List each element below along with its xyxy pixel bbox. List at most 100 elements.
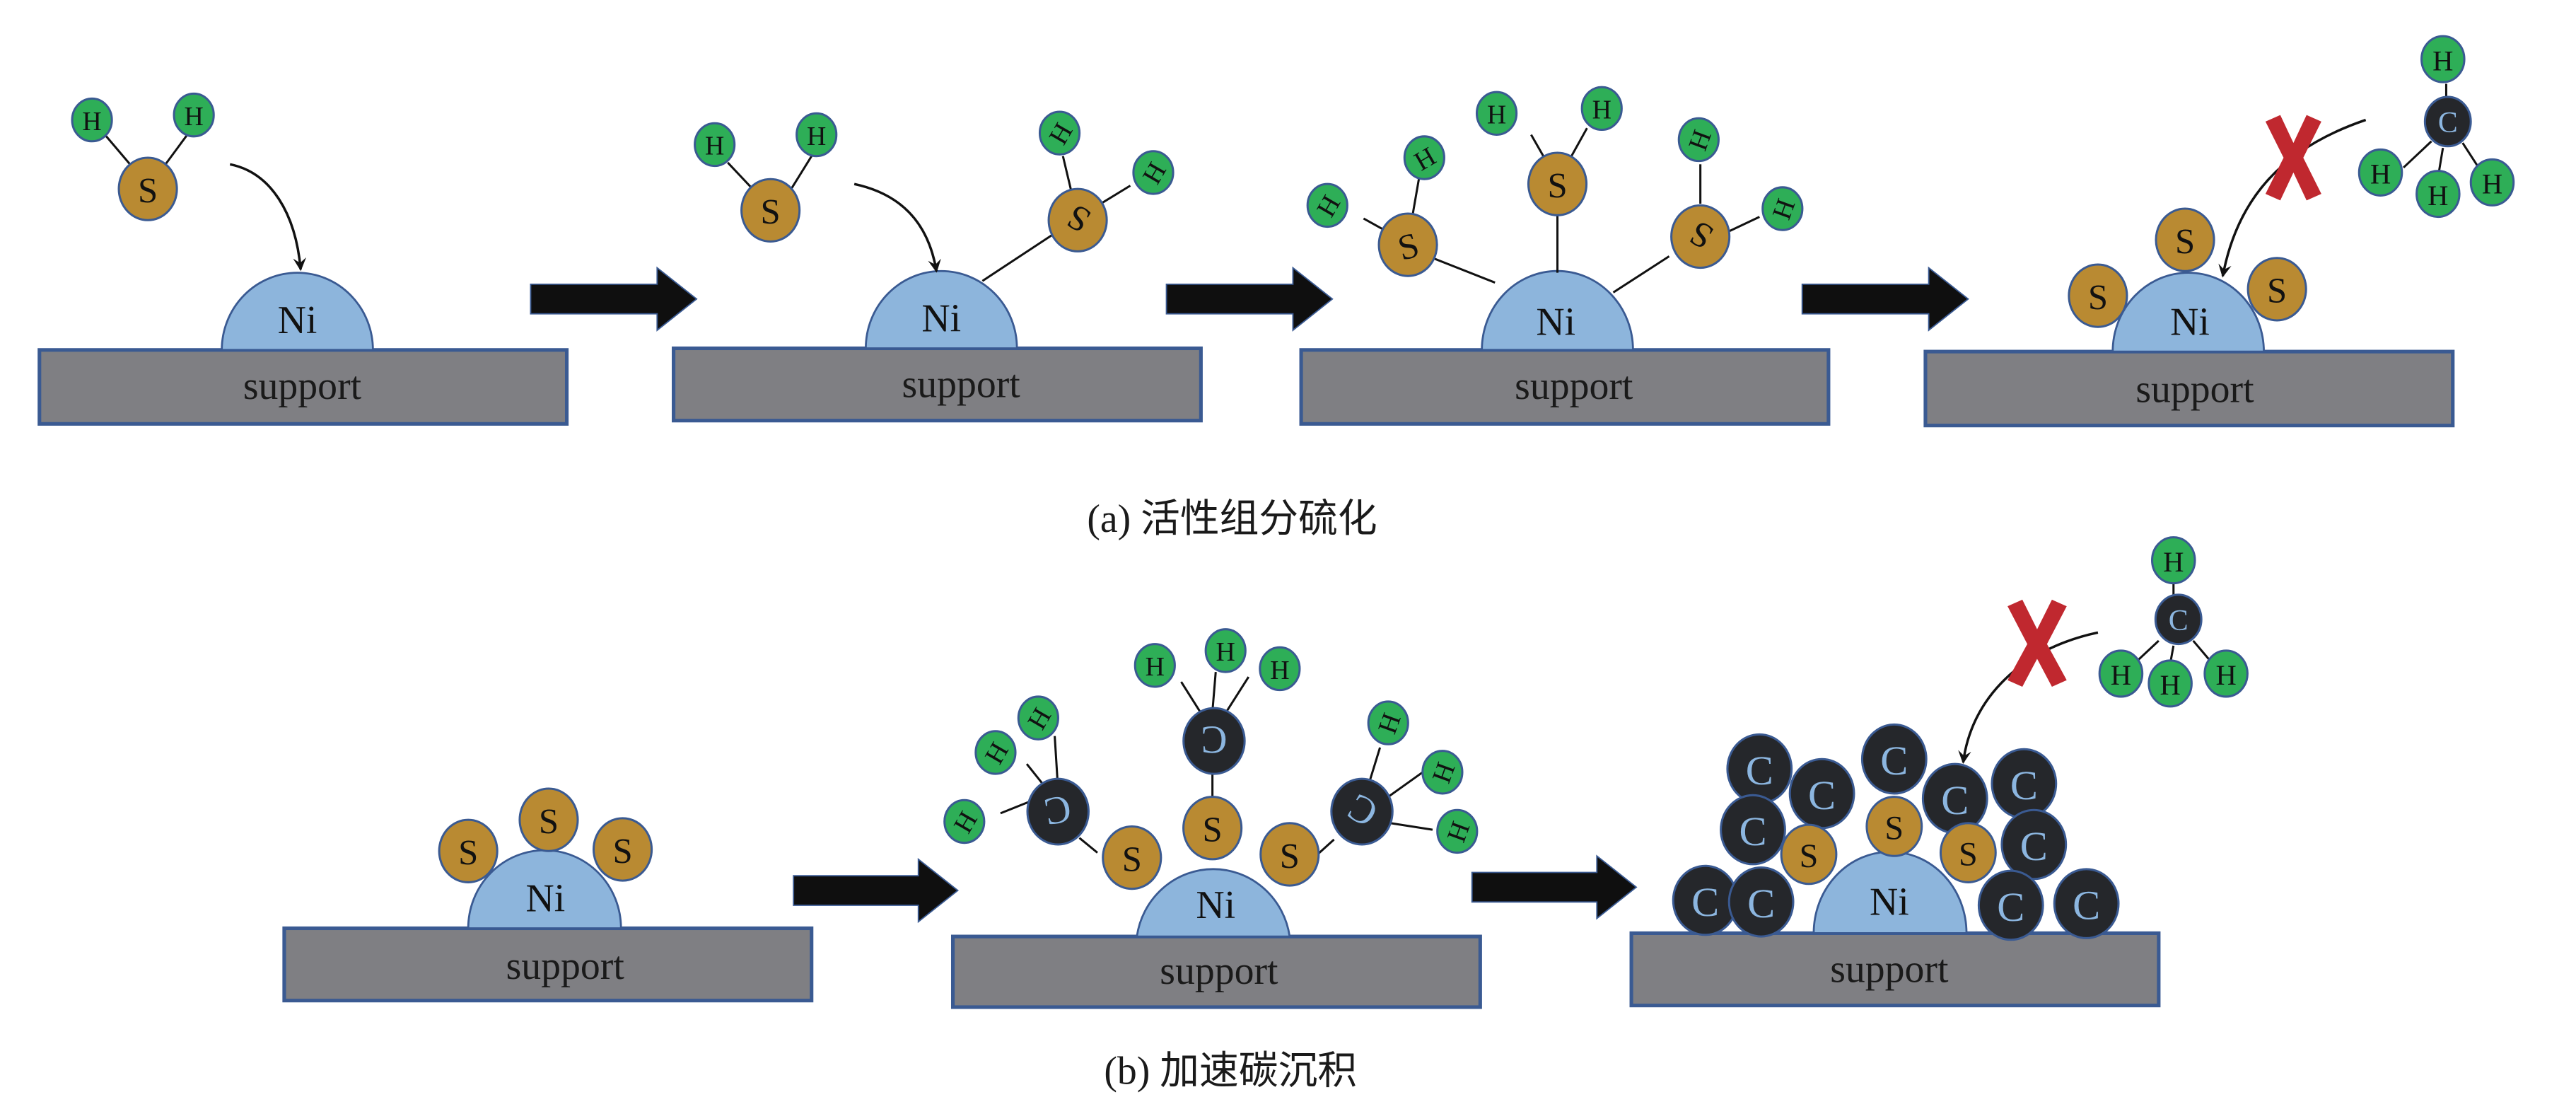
atom-label: S: [1800, 837, 1819, 875]
carbon-deposit: C C C C C C C C C C C: [1672, 723, 2120, 941]
support-label: support: [1160, 949, 1278, 993]
process-arrow: [530, 266, 698, 332]
carbon-atom: C: [2154, 593, 2203, 646]
atom-label: S: [2267, 271, 2287, 310]
atom-label: H: [2370, 158, 2391, 190]
atom-body: [592, 817, 653, 882]
atom-body: [1475, 91, 1518, 136]
panel-a-step-2: support Ni H H S H H S: [672, 110, 1203, 423]
hydrogen-atom: H: [1204, 628, 1247, 673]
support-block: [1923, 349, 2455, 428]
carbon-atom: C: [1788, 757, 1855, 830]
hydrogen-atom: H: [2420, 35, 2466, 83]
methane-molecule: H C H H H: [2358, 35, 2515, 219]
panel-a-step-4: support Ni S S S H C H H H: [1923, 35, 2515, 428]
carbon-atom: C: [2000, 808, 2068, 881]
atom-label: C: [1201, 717, 1227, 761]
atom-label: S: [2175, 221, 2195, 261]
methyl-group: H H H C: [1133, 628, 1301, 775]
atom-label: S: [1959, 835, 1978, 873]
hydrogen-atom: H: [1677, 117, 1720, 163]
hydrogen-atom: H: [1761, 186, 1804, 231]
atom-label: C: [1746, 748, 1773, 794]
adsorbed-h2s: H H S: [1475, 86, 1623, 216]
process-arrow: [1471, 854, 1638, 920]
sulfur-atom: S: [740, 178, 801, 243]
atom-label: C: [2010, 762, 2038, 808]
atom-body: [2151, 536, 2196, 585]
atom-label: S: [458, 833, 478, 873]
atom-label: C: [2169, 605, 2189, 637]
hydrogen-atom: H: [71, 97, 113, 143]
atom-body: [2358, 148, 2403, 197]
atom-label: H: [807, 122, 826, 151]
atom-label: S: [1884, 809, 1904, 847]
hydrogen-atom: H: [2098, 649, 2144, 698]
atom-body: [2203, 649, 2249, 698]
atom-label: C: [1747, 881, 1775, 927]
carbon-atom: C: [1026, 777, 1090, 846]
atom-label: H: [184, 102, 203, 132]
atom-body: [1720, 794, 1786, 866]
atom-body: [2098, 649, 2144, 698]
methyl-group: H H H C: [943, 695, 1090, 846]
atom-body: [2469, 158, 2515, 207]
support-label: support: [2135, 368, 2254, 412]
atom-body: [1780, 823, 1838, 886]
adsorbed-h2s: H H S: [1670, 117, 1804, 269]
atom-body: [1133, 643, 1176, 688]
atom-label: H: [705, 132, 724, 161]
process-arrow: [1165, 266, 1334, 332]
atom-body: [1367, 700, 1409, 745]
atom-label: C: [2438, 107, 2458, 139]
carbon-atom: C: [1921, 762, 1988, 835]
atom-body: [1670, 204, 1731, 269]
atom-body: [1436, 808, 1479, 854]
h2s-molecule: H H S: [71, 92, 215, 221]
process-arrow: [1801, 266, 1969, 332]
atom-label: S: [1122, 840, 1142, 879]
panel-b-step-3: support Ni C C C C C C C C C C C S S S: [1629, 536, 2249, 1008]
atom-label: C: [1997, 884, 2024, 930]
atom-body: [2423, 95, 2472, 148]
atom-body: [1259, 646, 1301, 692]
panel-a: support Ni H H S support Ni H H: [37, 35, 2515, 541]
carbon-atom: C: [1727, 866, 1795, 938]
atom-body: [2415, 170, 2461, 219]
support-label: support: [1830, 948, 1949, 992]
carbon-atom: C: [2053, 868, 2120, 939]
sulfur-atom: S: [1102, 825, 1162, 890]
atom-body: [1677, 117, 1720, 163]
atom-label: C: [1739, 808, 1766, 854]
hydrogen-atom: H: [2358, 148, 2403, 197]
panel-b: support Ni S S S support Ni: [282, 536, 2249, 1093]
atom-body: [1182, 796, 1243, 861]
atom-body: [518, 787, 579, 852]
hydrogen-atom: H: [943, 799, 986, 844]
carbon-atom: C: [2423, 95, 2472, 148]
panel-b-step-2: support Ni H H H C H H: [943, 628, 1482, 1009]
atom-body: [1259, 822, 1320, 887]
methane-molecule: H C H H H: [2098, 536, 2249, 708]
sulfur-atom: S: [1527, 151, 1588, 216]
sulfur-atom: S: [1780, 823, 1838, 886]
hydrogen-atom: H: [173, 92, 215, 138]
atom-label: S: [539, 801, 559, 841]
carbon-atom: C: [1726, 733, 1793, 805]
panel-b-caption: (b) 加速碳沉积: [1104, 1050, 1357, 1093]
panel-a-step-3: support Ni H H S H H S: [1299, 86, 1831, 426]
atom-body: [2000, 808, 2068, 881]
blocked-mark-icon: [2265, 115, 2321, 201]
hydrogen-atom: H: [2415, 170, 2461, 219]
carbon-atom: C: [1720, 794, 1786, 866]
atom-label: H: [1216, 637, 1235, 667]
atom-label: S: [1203, 810, 1223, 849]
sulfur-atom: S: [1377, 212, 1438, 277]
atom-body: [2155, 207, 2215, 272]
support-label: support: [1515, 364, 1633, 408]
atom-body: [974, 730, 1017, 775]
hydrogen-atom: H: [1306, 182, 1348, 228]
atom-label: H: [2163, 546, 2184, 578]
atom-body: [1860, 723, 1928, 795]
